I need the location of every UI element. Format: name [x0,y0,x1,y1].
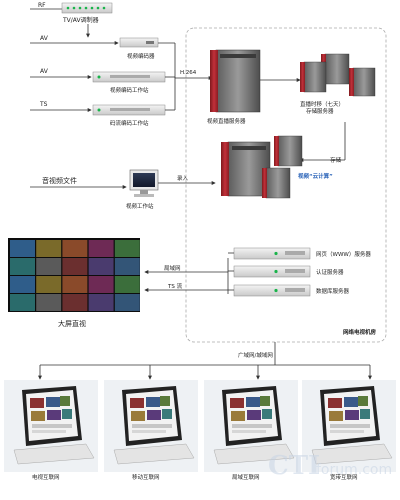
storage-label: 存储 [330,156,342,164]
video-wall-tile [62,258,88,275]
cloud-computing-label: 视频“云计算” [298,172,333,180]
big-screen-label: 大屏直视 [58,319,86,328]
client-device-1: 电视互联网 [4,380,98,481]
video-wall-tile [114,240,140,257]
client-label: 宽带互联网 [330,473,358,481]
keyboard [311,443,393,465]
lan-label: 局域网 [164,264,181,272]
video-wall-tile [36,276,62,293]
watermark-suffix: forum.com [316,462,392,478]
ts-stream-label: TS 流 [167,282,183,290]
video-encode-station-label: 视频编码工作站 [110,86,149,94]
video-wall-tile [36,240,62,257]
rf-input-group: RF TV/AV调制器 [30,2,113,38]
timeshift-storage-line1: 直播时移（七天） [300,100,344,108]
timeshift-storage-servers [300,53,376,97]
client-label: 电视互联网 [32,473,60,481]
video-encoder-label: 视频编码器 [127,52,155,60]
video-workstation-pc [129,169,159,197]
db-server-label: 数据库服务器 [316,287,350,295]
client-label: 局域互联网 [232,473,260,481]
av-file-label: 音视频文件 [42,176,77,185]
timeshift-storage-line2: 存储服务器 [306,107,334,115]
stream-encode-station-group: TS 码流编码工作站 [30,77,176,127]
video-wall-tile [36,258,62,275]
video-wall-tile [62,276,88,293]
watermark-logo: CTI forum.com [268,451,392,481]
keyboard [213,443,295,465]
video-wall-tile [62,240,88,257]
tv-av-modulator-label: TV/AV调制器 [62,16,99,24]
web-server-label: 网页（WWW）服务器 [316,250,371,258]
stream-encode-station-label: 码流编码工作站 [110,119,149,127]
rf-label: RF [38,2,46,9]
keyboard [113,443,195,465]
record-label: 录入 [177,174,189,182]
video-encoder-group: AV 视频编码器 [30,35,176,78]
video-wall-tile [114,294,140,311]
cloud-computing-cluster [221,135,303,199]
db-server [233,284,311,297]
h264-label: H.264 [180,70,197,76]
video-wall-tile [88,276,114,293]
video-wall-tile [10,276,35,293]
video-workstation-label: 视频工作站 [126,202,154,210]
video-wall-tile [114,276,140,293]
video-live-server [210,49,261,113]
av1-label: AV [40,35,49,42]
video-wall [8,238,140,312]
client-device-4: 宽带互联网 [302,380,396,481]
video-wall-tile [62,294,88,311]
client-device-2: 移动互联网 [104,380,198,481]
auth-server-label: 认证服务器 [316,268,344,276]
server-room-label: 网络电视机房 [343,328,377,336]
av2-label: AV [40,68,49,75]
video-live-server-label: 视频直播服务器 [207,117,246,125]
wan-label: 广域网/城域网 [238,351,273,359]
client-label: 移动互联网 [132,473,160,481]
video-wall-tile [114,258,140,275]
video-encoder [119,37,159,48]
timeshift-storage-label: 直播时移（七天） 存储服务器 [300,100,346,115]
video-wall-tile [10,294,35,311]
video-wall-tile [36,294,62,311]
server-room-outline [185,27,387,343]
video-wall-tile [10,240,35,257]
web-server [233,247,311,260]
video-encode-station-group: AV 视频编码工作站 [30,68,175,94]
keyboard [13,443,95,465]
video-wall-tile [88,294,114,311]
auth-server [233,265,311,278]
video-wall-tile [10,258,35,275]
ts-label: TS [39,101,48,108]
video-wall-tile [88,258,114,275]
video-wall-tile [88,240,114,257]
watermark-brand: CTI [268,451,320,481]
client-device-3: 局域互联网 [204,380,298,481]
